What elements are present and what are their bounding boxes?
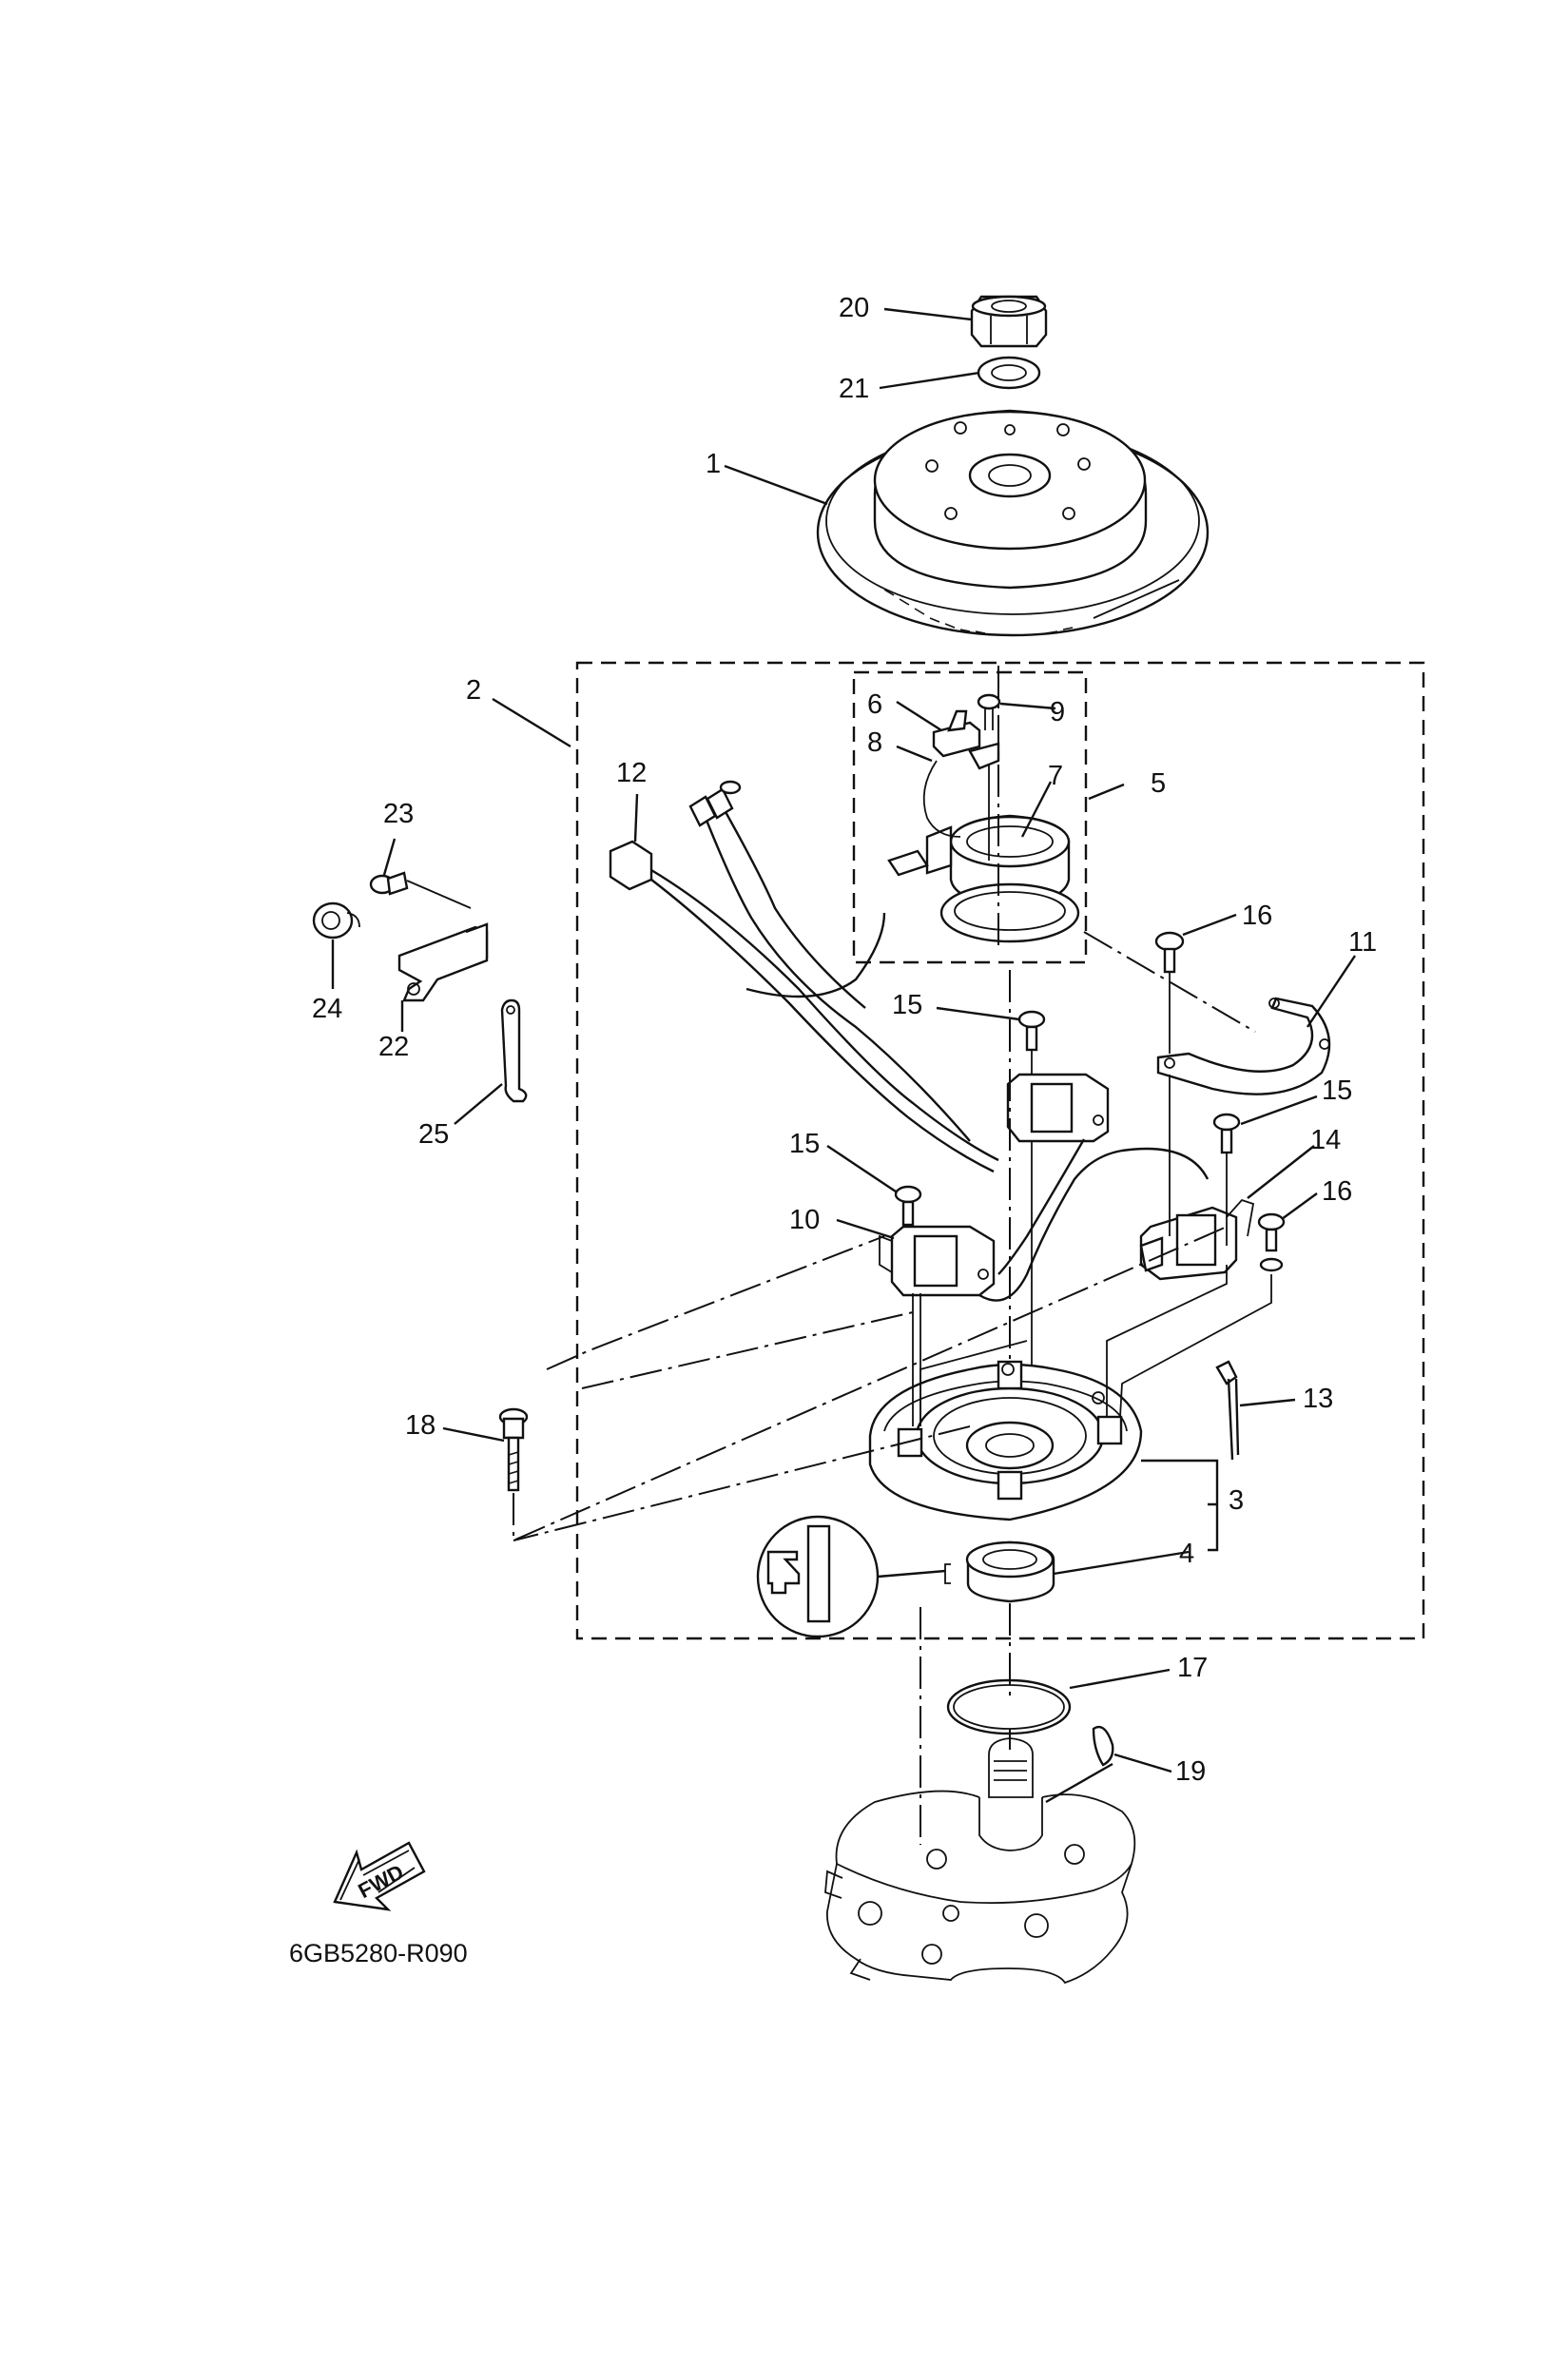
callout-c18: 18 [405,1410,436,1441]
callout-labels: 1234567891011121314151515161617181920212… [312,293,1377,1787]
callout-c7: 7 [1048,761,1063,791]
callout-c13: 13 [1303,1384,1333,1414]
assembly-boundary-part-2 [575,661,1425,1640]
screw-part-15-right [1212,1113,1241,1154]
pulser-wire-part-8 [922,760,961,838]
callout-c21: 21 [839,374,869,404]
callout-c14: 14 [1310,1125,1341,1155]
callout-c24: 24 [312,994,342,1024]
nut-part-20 [970,295,1048,348]
bolt-part-18 [498,1407,529,1492]
oil-seal-part-4 [944,1540,1055,1603]
leader-lines [331,307,1356,1804]
alignment-lines [513,666,1272,1845]
callout-c3: 3 [1229,1485,1244,1516]
screw-part-15-left [894,1185,922,1227]
callout-c5: 5 [1151,768,1166,799]
seal-detail-inset [756,1515,946,1638]
bolt-part-23 [369,871,472,909]
callout-c15c: 15 [789,1129,820,1159]
screw-part-16-upper [1154,931,1185,1054]
callout-c11: 11 [1348,927,1377,958]
callout-c25: 25 [418,1119,449,1150]
coil-wire [978,1147,1210,1302]
washer-part-21 [977,356,1041,390]
pulser-coil-part-7 [887,756,1080,943]
woodruff-key-part-19 [1092,1725,1114,1767]
flywheel-part-1 [816,409,1210,637]
callout-c9: 9 [1050,697,1065,727]
callout-c6: 6 [867,689,882,720]
callout-c4: 4 [1179,1539,1194,1569]
callout-c15a: 15 [892,990,922,1020]
cable-tie-part-13 [1215,1360,1240,1461]
coil-wire-center [997,1138,1086,1275]
drawing-code: 6GB5280-R090 [289,1939,468,1967]
callout-c16b: 16 [1322,1176,1352,1207]
callout-c17: 17 [1177,1653,1208,1683]
callout-c10: 10 [789,1205,820,1235]
bracket-part-22 [397,922,489,1002]
fwd-direction-arrow: FWD [333,1841,426,1911]
wire-harness-part-12 [609,780,999,1173]
callout-c19: 19 [1175,1756,1206,1787]
screw-part-16-lower [1257,1212,1286,1272]
o-ring-part-17 [946,1678,1072,1735]
callout-c8: 8 [867,727,882,758]
charge-coil-part-10 [879,1225,996,1297]
callout-c20: 20 [839,293,869,323]
pulser-clamp-part-6 [932,709,1000,770]
crankcase-reference [824,1737,1136,1985]
pin-part-25 [500,998,528,1103]
callout-c2: 2 [466,675,481,706]
callout-c12: 12 [616,758,647,788]
screw-part-9 [977,693,1001,730]
callout-c23: 23 [383,799,414,829]
charge-coil-center [1006,1050,1110,1143]
callout-c22: 22 [378,1032,409,1062]
retainer-plate-part-11 [1156,997,1331,1095]
callout-c16a: 16 [1242,901,1272,931]
base-plate-part-3 [868,1360,1143,1521]
grommet-part-24 [312,901,360,940]
callout-c15b: 15 [1322,1075,1352,1106]
callout-c1: 1 [706,449,721,479]
screw-part-15-center [1017,1010,1046,1052]
